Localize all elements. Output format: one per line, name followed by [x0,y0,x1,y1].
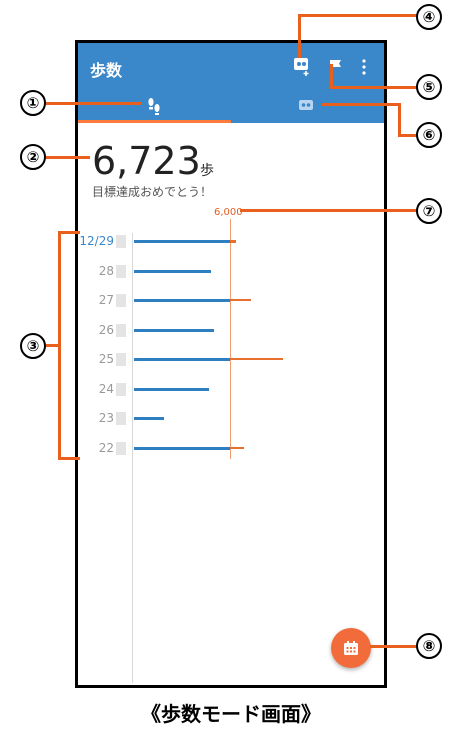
history-date: 23 [98,411,114,425]
callout-line-7 [240,209,418,212]
goal-line [230,219,231,459]
history-row[interactable]: 27 [78,291,384,311]
callout-line-6-end [398,134,418,137]
callout-line-3-vertical [58,231,61,460]
history-bar [134,358,230,361]
history-date: 12/29 [79,234,114,248]
goal-label: 6,000 [214,207,243,218]
callout-line-5 [330,86,418,89]
history-row[interactable]: 23 [78,409,384,429]
history-bar [134,269,211,273]
callout-line-3-stem [46,344,59,347]
history-bar [134,446,230,450]
history-row[interactable]: 25 [78,350,384,370]
history-bar-over-goal [230,446,245,449]
history-bar-over-goal [230,240,237,243]
calendar-icon [344,641,358,655]
callout-badge-3: ③ [20,333,46,359]
step-unit: 歩 [200,163,214,179]
tab-device-icon[interactable] [298,99,314,111]
callout-line-2 [46,156,90,159]
history-date: 24 [98,381,114,396]
callout-line-6 [322,103,400,106]
history-thumbnail-icon [116,323,126,337]
history-thumbnail-icon [116,412,126,425]
history-row[interactable]: 22 [78,439,384,459]
history-date: 27 [98,293,114,307]
tab-bar [78,95,384,123]
history-bar [134,417,165,420]
callout-line-4 [298,14,418,17]
history-bar-over-goal [230,358,283,360]
history-thumbnail-icon [116,441,126,455]
screen-caption: 《歩数モード画面》 [141,702,321,726]
callout-badge-6: ⑥ [416,122,442,148]
calendar-button[interactable] [331,628,371,668]
tab-steps-icon[interactable] [146,97,162,115]
history-date: 28 [98,263,114,278]
history-row[interactable]: 26 [78,321,384,341]
callout-badge-2: ② [20,144,46,170]
history-thumbnail-icon [116,353,126,366]
tab-indicator [78,120,231,123]
add-device-icon[interactable] [293,57,311,77]
history-thumbnail-icon [116,235,126,248]
history-thumbnail-icon [116,294,126,307]
history-row[interactable]: 12/29 [78,232,384,252]
history-bar-over-goal [230,299,251,301]
history-bar [134,240,230,243]
callout-badge-5: ⑤ [416,74,442,100]
callout-badge-8: ⑧ [416,633,442,659]
history-thumbnail-icon [116,264,126,278]
history-bar [134,328,214,332]
overflow-menu-icon[interactable] [361,59,367,75]
callout-line-3-top [58,231,80,234]
history-row[interactable]: 24 [78,380,384,400]
callout-badge-1: ① [20,90,46,116]
callout-line-8 [370,645,418,648]
step-count: 6,723 [92,139,201,183]
callout-line-4-drop [298,14,301,58]
history-bar [134,387,210,391]
history-bar [134,299,230,302]
callout-badge-7: ⑦ [416,198,442,224]
callout-line-6-drop [398,103,401,136]
callout-badge-4: ④ [416,4,442,30]
history-row[interactable]: 28 [78,262,384,282]
app-title: 歩数 [90,61,123,80]
history-thumbnail-icon [116,382,126,396]
callout-line-3-bottom [58,457,80,460]
history-date: 25 [98,352,114,366]
callout-line-5-rise [330,64,333,88]
goal-message: 目標達成おめでとう！ [92,185,213,199]
phone-screen: 歩数 6,723 歩 目標達成おめでとう！ 6,000 12/29 28 [75,40,387,688]
history-date: 22 [98,440,114,455]
history-date: 26 [98,322,114,337]
callout-line-1 [46,102,141,105]
chart-axis [132,233,133,683]
